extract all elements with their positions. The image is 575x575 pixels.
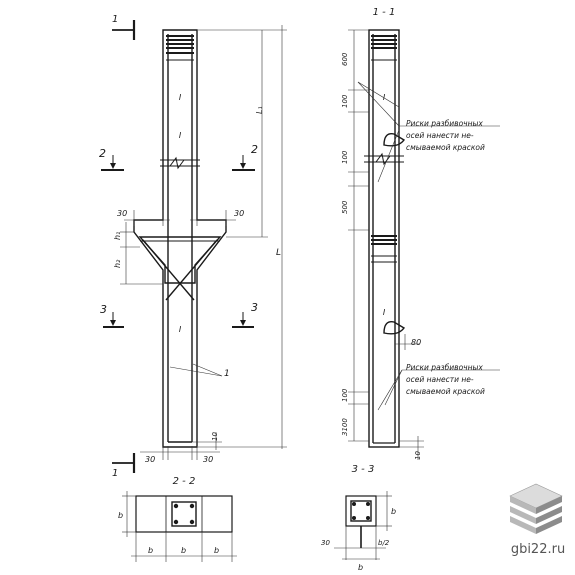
cut-marker-1-bottom: 1 [112, 453, 136, 479]
svg-text:b: b [118, 511, 123, 520]
marking-leaders-upper [357, 81, 500, 183]
section-1-1-title: 1 - 1 [373, 7, 396, 18]
svg-text:2: 2 [251, 143, 258, 156]
svg-text:80: 80 [411, 338, 421, 347]
break-line [160, 156, 200, 170]
section-2-2-outline [135, 495, 233, 533]
svg-text:100: 100 [341, 94, 349, 108]
front-view: I I I 1 1 2 2 [99, 14, 287, 479]
note-lower-line2: осей нанести не- [406, 375, 474, 384]
svg-text:L: L [276, 248, 281, 258]
svg-text:h₂: h₂ [113, 259, 122, 268]
top-reinforcement [166, 35, 194, 61]
cut-marker-1-top: 1 [112, 14, 136, 40]
svg-text:1: 1 [112, 14, 118, 25]
section-1-1-corbel-reinforcement [371, 235, 397, 263]
marking-leaders-lower [377, 369, 500, 411]
section-1-1-dim-10: 10 [399, 436, 424, 460]
svg-text:600: 600 [341, 52, 349, 66]
svg-text:b: b [358, 563, 363, 572]
cut-marker-2-right: 2 [232, 143, 258, 171]
section-2-2-stirrup [171, 501, 197, 527]
dim-h1-h2: h₁ h₂ [113, 222, 163, 285]
watermark-text: gbi22.ru [511, 542, 565, 557]
section-1-1-view: 1 - 1 I I [341, 7, 500, 460]
mark-I-lower: I [179, 325, 182, 334]
dim-80: 80 [395, 334, 421, 350]
note-upper-line3: смываемой краской [406, 143, 485, 152]
svg-text:30: 30 [145, 455, 155, 464]
svg-text:b/2: b/2 [378, 539, 390, 547]
svg-text:30: 30 [203, 455, 213, 464]
section-3-3-stirrup [350, 500, 372, 522]
dim-L: L L₁ [198, 25, 287, 449]
note-lower-line1: Риски разбивочных [406, 363, 483, 372]
callout-1: 1 [169, 363, 230, 379]
svg-text:2: 2 [99, 147, 106, 160]
svg-text:30: 30 [234, 209, 244, 218]
svg-text:1: 1 [224, 369, 230, 379]
section-1-1-break [364, 152, 404, 166]
section-3-3-bars [352, 502, 370, 520]
svg-text:3: 3 [251, 301, 258, 314]
svg-text:b: b [181, 546, 186, 555]
note-lower-line3: смываемой краской [406, 387, 485, 396]
watermark-logo: gbi22.ru [509, 483, 565, 557]
section-3-3-dims: b 30 b/2 b [321, 491, 396, 572]
mark-I-upper: I [179, 93, 182, 102]
section-3-3-view: 3 - 3 b 30 b/2 b [321, 464, 396, 572]
svg-text:30: 30 [117, 209, 127, 218]
note-upper-line2: осей нанести не- [406, 131, 474, 140]
lifting-loop-lower [383, 321, 406, 335]
svg-text:100: 100 [341, 388, 349, 402]
cut-marker-2-left: 2 [99, 147, 124, 171]
mark-I-middle: I [179, 131, 182, 140]
svg-text:10: 10 [414, 451, 422, 460]
lifting-loop-upper [383, 133, 406, 147]
svg-text:1: 1 [112, 468, 118, 479]
section-3-3-title: 3 - 3 [352, 464, 375, 475]
svg-text:500: 500 [341, 200, 349, 214]
cut-marker-3-left: 3 [100, 303, 124, 328]
svg-text:30: 30 [321, 539, 330, 547]
section-1-1-outline [368, 29, 400, 448]
watermark-stack-icon [509, 483, 563, 534]
svg-text:L₁: L₁ [255, 106, 264, 114]
svg-text:b: b [148, 546, 153, 555]
svg-text:b: b [391, 507, 396, 516]
note-upper-line1: Риски разбивочных [406, 119, 483, 128]
svg-text:3100: 3100 [341, 418, 349, 436]
dim-bottom: 30 30 10 [140, 432, 222, 464]
section-1-1-top-reinforcement [371, 35, 397, 61]
svg-text:10: 10 [211, 432, 219, 441]
section-2-2-bars [173, 503, 195, 525]
svg-text:b: b [214, 546, 219, 555]
section-1-1-mark-I-lower: I [383, 308, 386, 317]
corbel-reinforcement [138, 236, 222, 301]
svg-text:3: 3 [100, 303, 107, 316]
cut-marker-3-right: 3 [232, 301, 258, 328]
dim-corbel-30: 30 30 [117, 209, 244, 226]
section-2-2-view: 2 - 2 b b b b [118, 476, 237, 562]
section-1-1-mark-I-upper: I [383, 93, 386, 102]
section-2-2-dims: b b b b [118, 491, 237, 562]
svg-text:100: 100 [341, 150, 349, 164]
svg-text:h₁: h₁ [113, 232, 122, 240]
section-2-2-title: 2 - 2 [173, 476, 196, 487]
section-1-1-vertical-dims: 600 100 100 500 100 3100 [341, 29, 369, 442]
